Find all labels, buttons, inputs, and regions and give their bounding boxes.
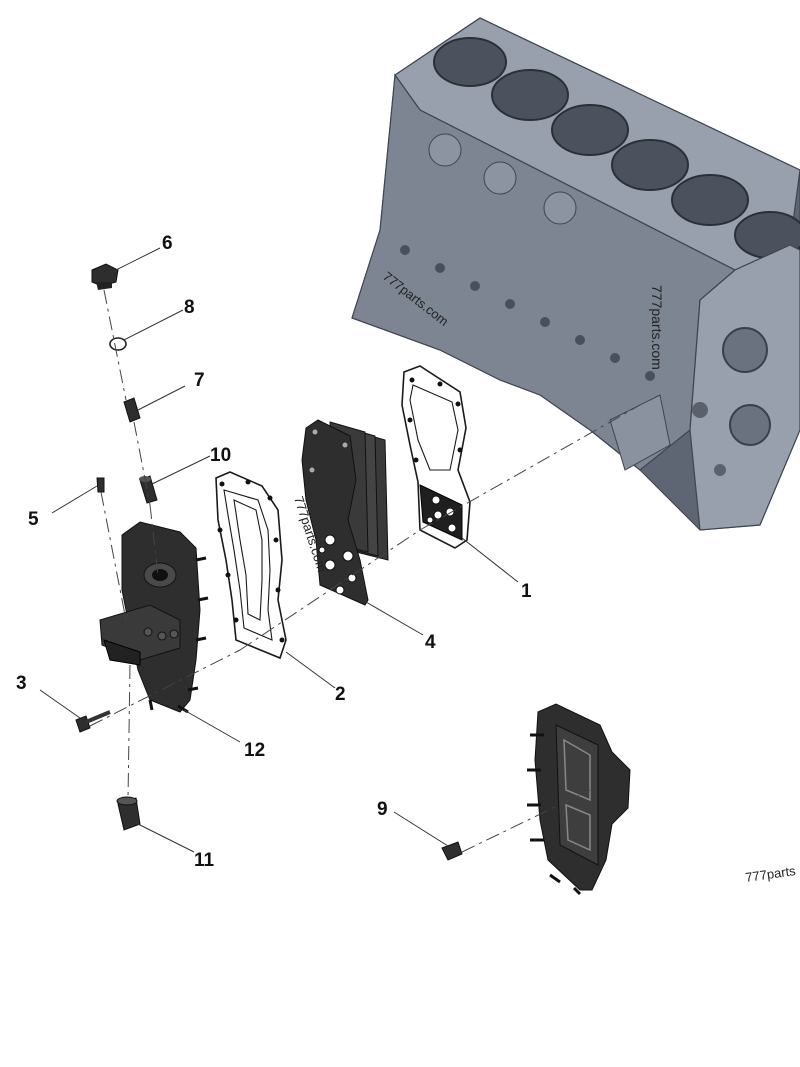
callout-4: 4 bbox=[425, 632, 436, 653]
spring-7 bbox=[123, 397, 141, 423]
callout-11: 11 bbox=[194, 850, 215, 871]
plug-5 bbox=[96, 477, 105, 493]
watermark-block-b: 777parts.com bbox=[649, 285, 665, 370]
callout-9: 9 bbox=[377, 799, 388, 820]
callout-2: 2 bbox=[335, 684, 346, 705]
callout-5: 5 bbox=[28, 509, 39, 530]
plug-6 bbox=[91, 263, 119, 290]
callout-3: 3 bbox=[16, 673, 27, 694]
assembly-axis-lines bbox=[89, 289, 641, 853]
housing-rear-view bbox=[527, 703, 631, 896]
callout-8: 8 bbox=[184, 297, 195, 318]
cooler-gasket bbox=[215, 471, 287, 660]
o-ring-8 bbox=[109, 337, 127, 351]
callout-7: 7 bbox=[194, 370, 205, 391]
oil-cooler-core bbox=[301, 419, 389, 606]
cooler-housing-gasket bbox=[401, 365, 471, 549]
callout-10: 10 bbox=[210, 445, 231, 466]
valve-10 bbox=[139, 475, 158, 504]
callout-1: 1 bbox=[521, 581, 532, 602]
engine-block bbox=[351, 17, 800, 531]
callout-numbers: 6 8 7 10 5 3 12 11 1 2 4 9 bbox=[16, 233, 532, 871]
plug-9 bbox=[441, 841, 463, 861]
filter-adapter-11 bbox=[116, 796, 141, 831]
oil-cooler-housing bbox=[99, 521, 209, 714]
callout-12: 12 bbox=[244, 740, 265, 761]
callout-6: 6 bbox=[162, 233, 173, 254]
watermark-corner: 777parts bbox=[744, 863, 797, 885]
bolt-3 bbox=[75, 710, 111, 733]
leader-lines bbox=[39, 247, 519, 853]
